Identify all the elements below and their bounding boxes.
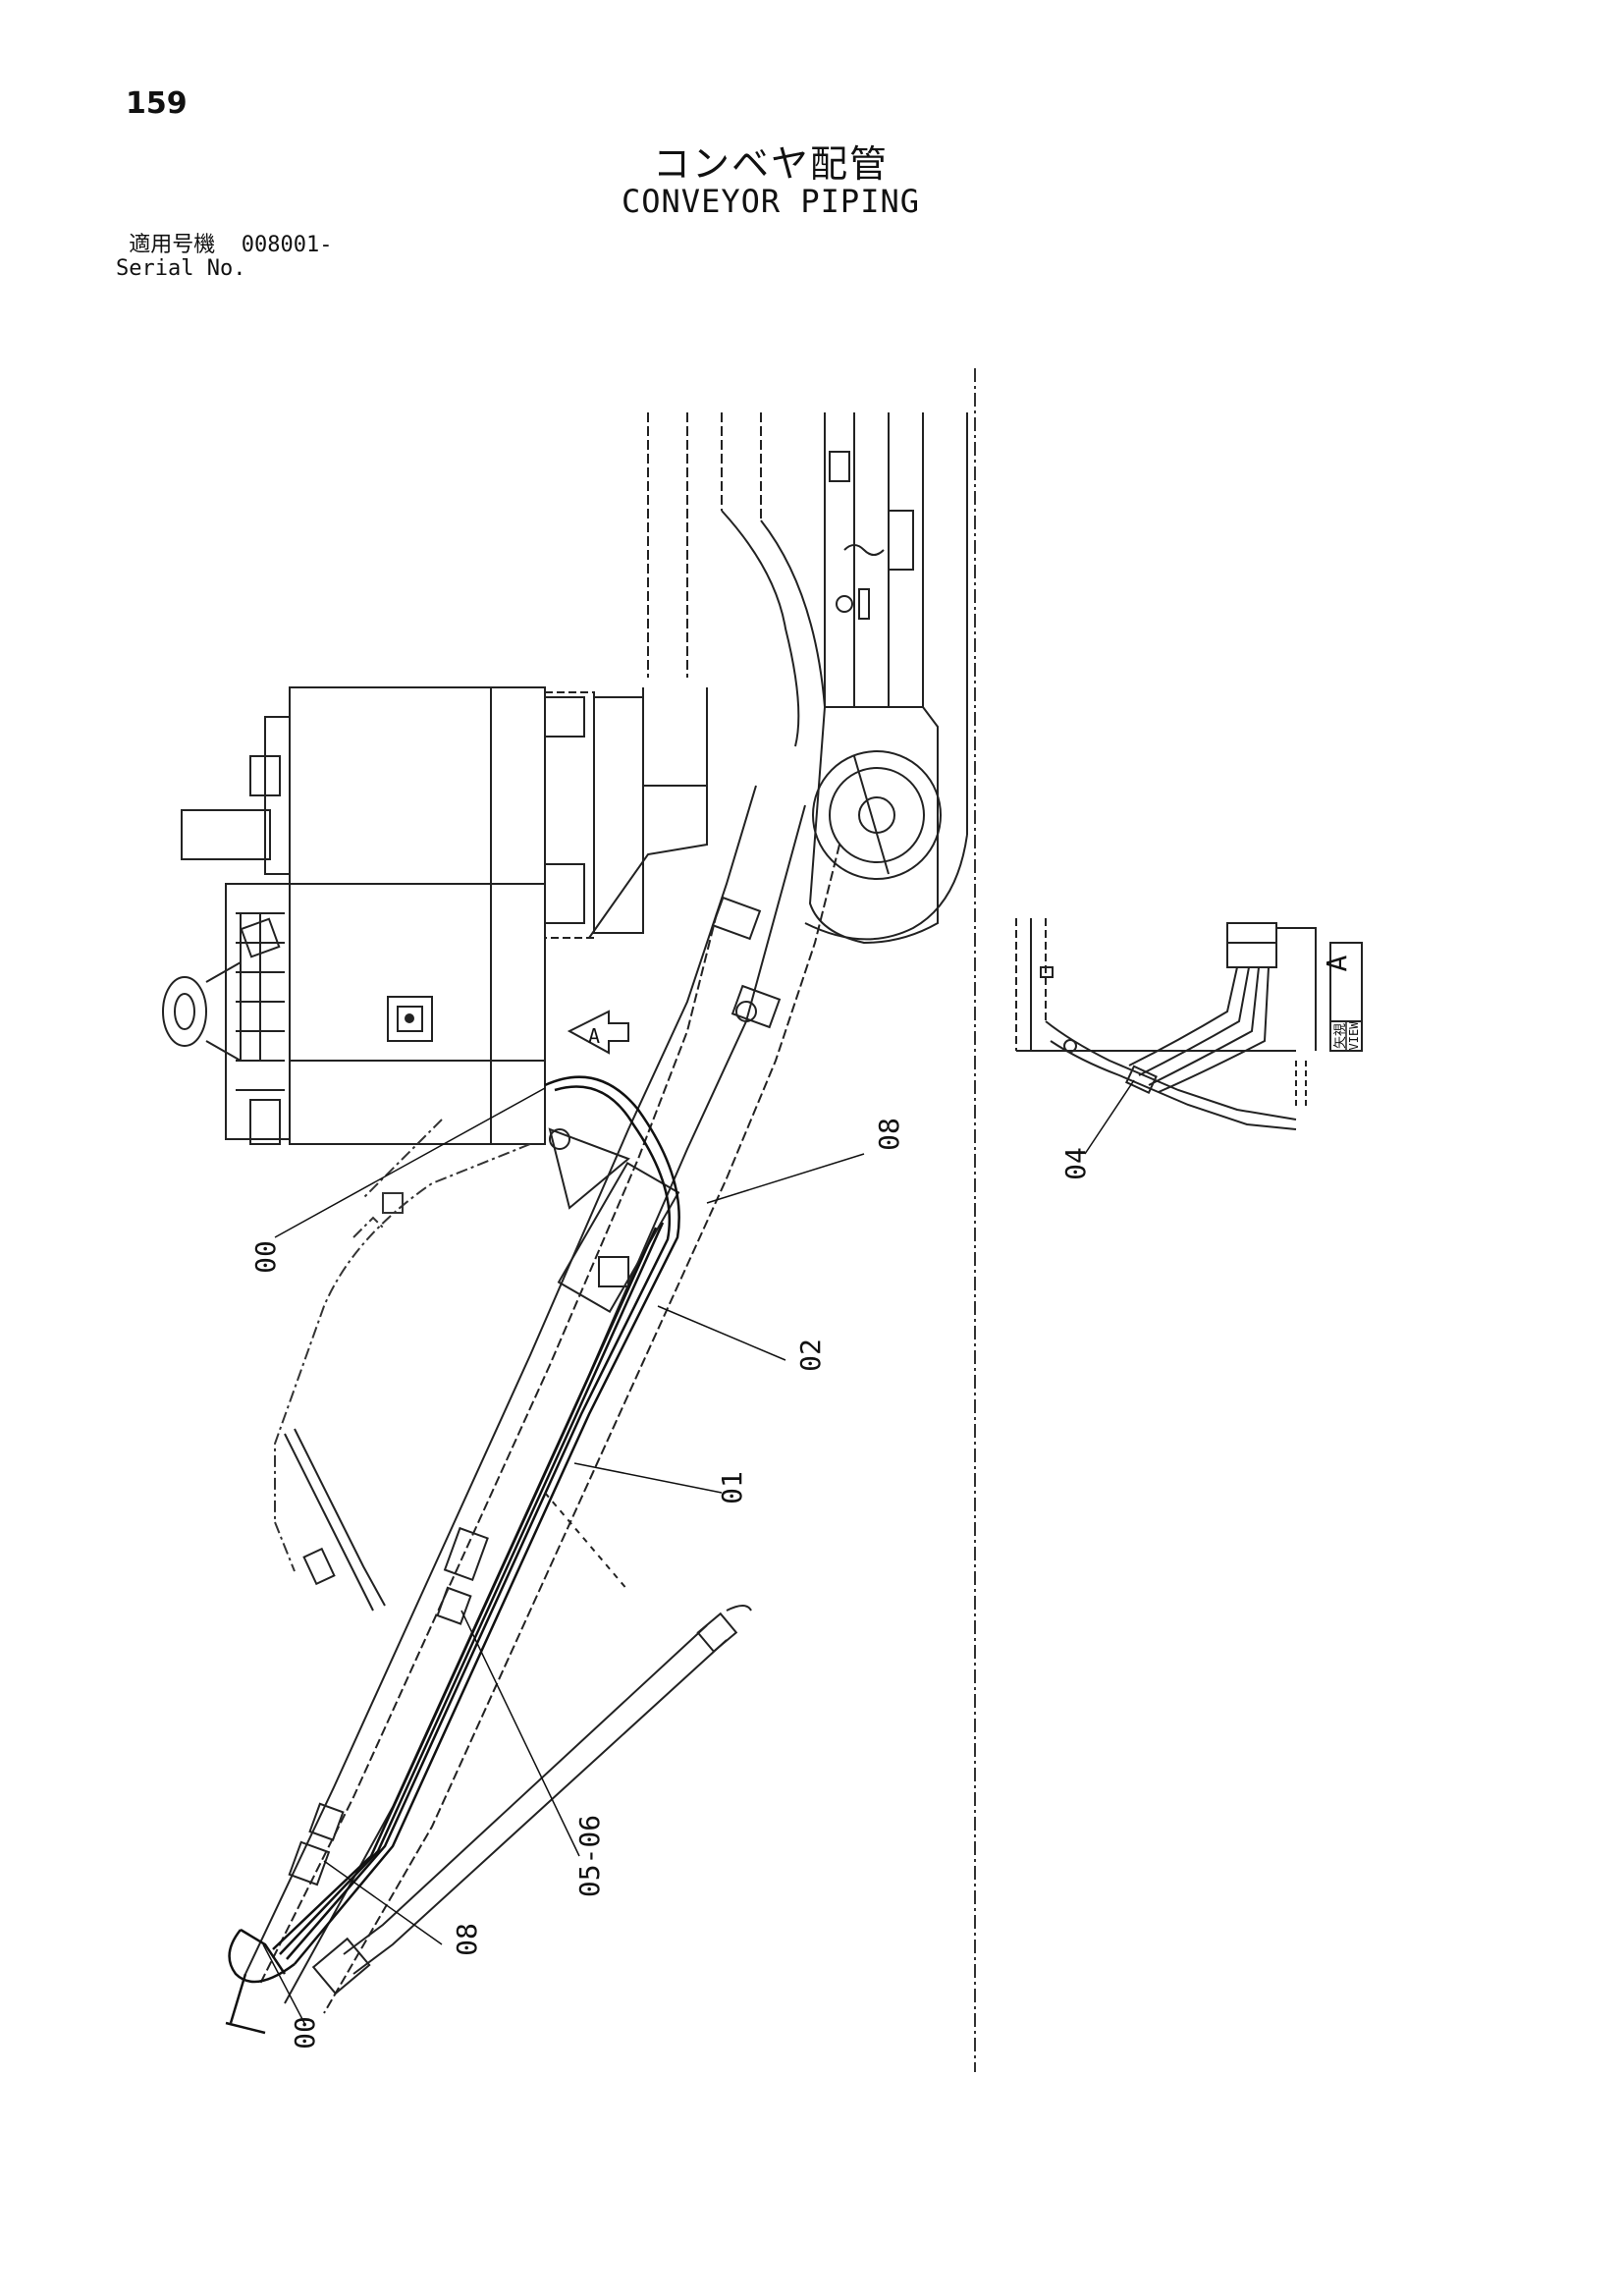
inclined-conveyor-frame	[244, 785, 840, 2014]
page-number: 159	[126, 86, 188, 121]
serial-label-english: Serial No.	[116, 256, 246, 281]
callout-05-06: 05-06	[573, 1815, 606, 1897]
tail-tension-strut	[284, 1428, 752, 1995]
view-label-letter: A	[1321, 955, 1353, 971]
callout-00-upper: 00	[249, 1240, 282, 1274]
callout-08-upper: 08	[873, 1118, 905, 1151]
callout-00-lower: 00	[289, 2016, 321, 2050]
head-pulley-assembly	[804, 706, 968, 945]
callout-leader-lines	[262, 1079, 1135, 2024]
callout-02: 02	[794, 1339, 827, 1372]
support-frame	[274, 1119, 531, 1572]
callout-04: 04	[1059, 1147, 1092, 1180]
view-a-detail-drawing	[1015, 918, 1317, 1130]
callout-labels: 00 08 02 01 05-06 08 00 04	[249, 1118, 1092, 2050]
callout-08-lower: 08	[451, 1923, 483, 1956]
callout-01: 01	[716, 1471, 748, 1504]
view-label-japanese: 矢視	[1333, 1023, 1348, 1049]
serial-label-japanese: 適用号機	[129, 233, 216, 257]
view-arrow-letter: A	[588, 1024, 600, 1048]
power-unit-body	[162, 686, 708, 1145]
page-title-english: CONVEYOR PIPING	[622, 183, 920, 220]
serial-block: 適用号機 008001- Serial No.	[116, 234, 332, 281]
hydraulic-hose-bundle	[225, 1075, 680, 2035]
serial-row-japanese: 適用号機 008001-	[116, 234, 332, 257]
upper-conveyor-frame	[647, 412, 968, 835]
view-label-english: VIEW	[1347, 1021, 1361, 1051]
page-title-japanese: コンベヤ配管	[652, 142, 889, 186]
serial-value: 008001-	[241, 233, 333, 257]
view-a-label-box: A 矢視 VIEW	[1321, 942, 1363, 1052]
view-a-arrow-marker: A	[567, 1010, 629, 1055]
